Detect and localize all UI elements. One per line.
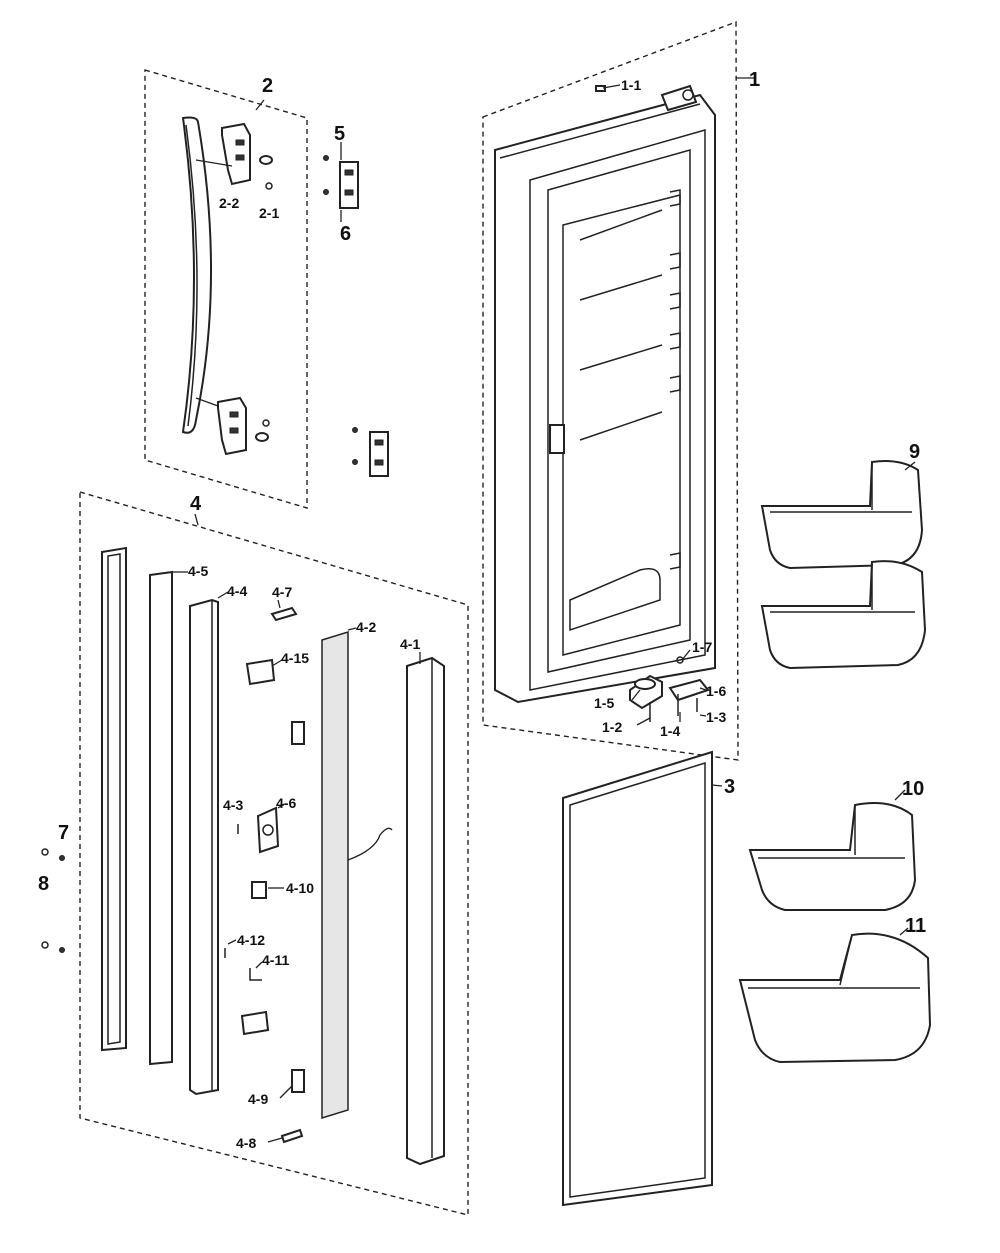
door-hinge-parts: [595, 85, 710, 722]
trim-cover-4-1: [406, 656, 445, 1166]
loose-screws-7-8: [41, 848, 65, 953]
label-10: 10: [902, 778, 924, 800]
leader-lines: [172, 77, 916, 1143]
label-4-15: 4-15: [281, 650, 309, 666]
door-bin-9b: [760, 560, 927, 670]
group-2-boundary: [144, 69, 308, 509]
label-2-2: 2-2: [219, 195, 239, 211]
label-3: 3: [724, 776, 735, 798]
label-4-2: 4-2: [356, 619, 376, 635]
heater-strip-4-2: [321, 630, 393, 1120]
label-4-5: 4-5: [188, 563, 208, 579]
label-4-1: 4-1: [400, 636, 420, 652]
door-bin-10: [748, 802, 917, 911]
label-2-1: 2-1: [259, 205, 279, 221]
label-1-1: 1-1: [621, 77, 641, 93]
door-gasket: [562, 750, 713, 1207]
door-handle: [181, 116, 212, 434]
trim-strip-outer: [101, 546, 127, 1052]
label-4-9: 4-9: [248, 1091, 268, 1107]
label-1-6: 1-6: [706, 683, 726, 699]
label-4-7: 4-7: [272, 584, 292, 600]
callout-labels: 1 1-1 2 5 2-2 2-1 6 9 4 4-5 4-4 4-7 4-2 …: [38, 69, 926, 1151]
trim-small-parts: [224, 606, 305, 1144]
handle-bracket-bottom: [217, 396, 247, 456]
label-4-12: 4-12: [237, 932, 265, 948]
label-2: 2: [262, 75, 273, 97]
group-4-boundary: [79, 491, 469, 1216]
label-8: 8: [38, 873, 49, 895]
hinge-parts-5-6: [323, 155, 389, 477]
label-5: 5: [334, 123, 345, 145]
handle-screws: [195, 155, 273, 442]
label-11: 11: [905, 915, 926, 937]
label-4-3: 4-3: [223, 797, 243, 813]
label-4: 4: [190, 493, 202, 515]
group-1-boundary: [482, 20, 739, 761]
trim-strip-4-5: [149, 570, 173, 1066]
label-4-11: 4-11: [262, 952, 289, 968]
label-1-5: 1-5: [594, 695, 614, 711]
label-1-7: 1-7: [692, 639, 712, 655]
door-bin-9a: [760, 460, 924, 570]
label-7: 7: [58, 822, 69, 844]
label-1-4: 1-4: [660, 723, 680, 739]
label-4-10: 4-10: [286, 880, 314, 896]
label-1-2: 1-2: [602, 719, 622, 735]
door-bin-11: [738, 932, 932, 1064]
label-4-8: 4-8: [236, 1135, 256, 1151]
label-1-3: 1-3: [706, 709, 726, 725]
label-9: 9: [909, 441, 920, 463]
handle-bracket-top: [221, 122, 251, 186]
trim-cap-4-4: [189, 598, 219, 1096]
label-1: 1: [749, 69, 760, 91]
label-4-6: 4-6: [276, 795, 296, 811]
fridge-door: [494, 84, 716, 704]
label-4-4: 4-4: [227, 583, 247, 599]
label-6: 6: [340, 223, 351, 245]
